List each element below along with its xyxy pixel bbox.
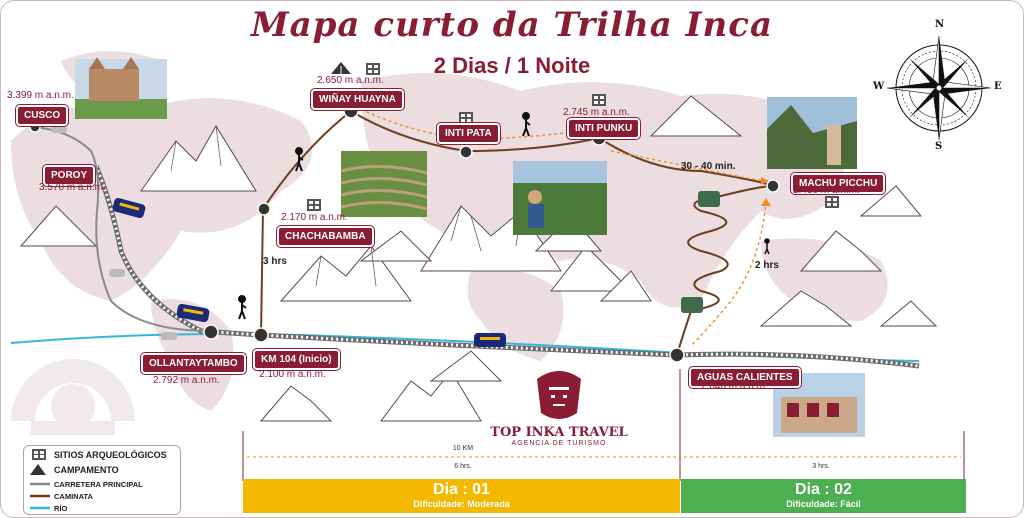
map-legend: SITIOS ARQUEOLÓGICOS CAMPAMENTO CARRETER… — [23, 445, 181, 515]
train-icon — [112, 197, 506, 347]
compass-rose-icon — [886, 35, 992, 141]
km104-label: KM 104 (Inicio) — [253, 349, 340, 370]
archaeological-site-icon — [32, 449, 46, 460]
main-road-line — [34, 126, 212, 332]
aguas-calientes-label: AGUAS CALIENTES — [689, 367, 801, 388]
legend-river: RÍO — [54, 504, 68, 513]
cusco-cathedral-photo — [75, 57, 167, 119]
archaeological-site-icon — [307, 63, 839, 211]
inti-punku-altitude: 2.745 m a.n.m. — [563, 107, 630, 118]
hike-duration-day1: 3 hrs — [263, 256, 287, 267]
legend-archaeological-sites: SITIOS ARQUEOLÓGICOS — [54, 450, 167, 460]
logo-tagline: AGENCIA DE TURISMO — [511, 440, 607, 447]
scale-day1-time: 6 hrs. — [454, 463, 472, 470]
poroy-altitude: 3.570 m a.n.m. — [39, 182, 106, 193]
ollantaytambo-altitude: 2.792 m a.n.m. — [153, 375, 220, 386]
machu-picchu-photo — [767, 97, 857, 169]
page-subtitle: 2 Dias / 1 Noite — [433, 53, 591, 78]
camp-icon — [331, 62, 351, 74]
machu-picchu-altitude: 2.430 m a.n.m. — [793, 185, 860, 196]
hiker-icon — [238, 112, 770, 320]
hike-duration-day2: 2 hrs — [755, 260, 779, 271]
chachabamba-label: CHACHABAMBA — [277, 226, 374, 247]
logo-text: TOP INKA TRAVEL AGENCIA DE TURISMO — [471, 425, 647, 447]
day2-difficulty: Dificuldade: Fácil — [786, 499, 861, 509]
top-inka-travel-logo — [537, 371, 581, 419]
camp-icon — [30, 464, 46, 475]
compass-south-label: S — [935, 141, 943, 152]
km104-altitude: 2.100 m a.n.m. — [259, 369, 326, 380]
cusco-altitude: 3.399 m a.n.m. — [7, 90, 74, 101]
trekker-photo — [513, 161, 607, 235]
winay-huayna-label: WIÑAY HUAYNA — [311, 89, 404, 110]
scale-day2-time: 3 hrs. — [812, 463, 830, 470]
walk-to-machu-picchu-duration: 30 - 40 min. — [681, 161, 736, 172]
ollantaytambo-label: OLLANTAYTAMBO — [141, 353, 246, 374]
day1-difficulty: Dificuldade: Moderada — [413, 499, 510, 509]
day1-bar: Dia : 01 Dificuldade: Moderada — [243, 479, 680, 513]
compass-east-label: E — [994, 81, 1002, 92]
trail-nodes — [29, 103, 780, 363]
compass-west-label: W — [873, 81, 885, 92]
winay-huayna-terraces-photo — [340, 151, 428, 217]
page-title: Mapa curto da Trilha Inca — [250, 5, 774, 45]
legend-trail: CAMINATA — [54, 492, 93, 501]
day2-label: Dia : 02 — [795, 481, 852, 498]
seal-watermark — [11, 359, 135, 435]
legend-main-road: CARRETERA PRINCIPAL — [54, 480, 143, 489]
winay-huayna-altitude: 2.650 m a.n.m. — [317, 75, 384, 86]
route-scale — [242, 369, 965, 481]
legend-camp: CAMPAMENTO — [54, 465, 119, 475]
inti-punku-label: INTI PUNKU — [567, 118, 641, 139]
vehicle-icon — [51, 125, 720, 340]
inti-pata-label: INTI PATA — [437, 123, 500, 144]
compass-north-label: N — [935, 19, 945, 30]
cusco-label: CUSCO — [16, 105, 69, 126]
legend-symbols — [30, 449, 50, 510]
scale-distance: 10 KM — [452, 445, 474, 452]
chachabamba-altitude: 2.170 m a.n.m. — [281, 212, 348, 223]
day2-bar: Dia : 02 Dificuldade: Fácil — [681, 479, 966, 513]
logo-name: TOP INKA TRAVEL — [490, 425, 628, 440]
poroy-label: POROY — [43, 165, 96, 186]
machu-picchu-label: MACHU PICCHU — [791, 173, 886, 194]
day1-label: Dia : 01 — [433, 481, 490, 498]
aguas-calientes-altitude: 2.040 m a.n.m. — [701, 381, 768, 392]
railway-track — [93, 165, 920, 369]
